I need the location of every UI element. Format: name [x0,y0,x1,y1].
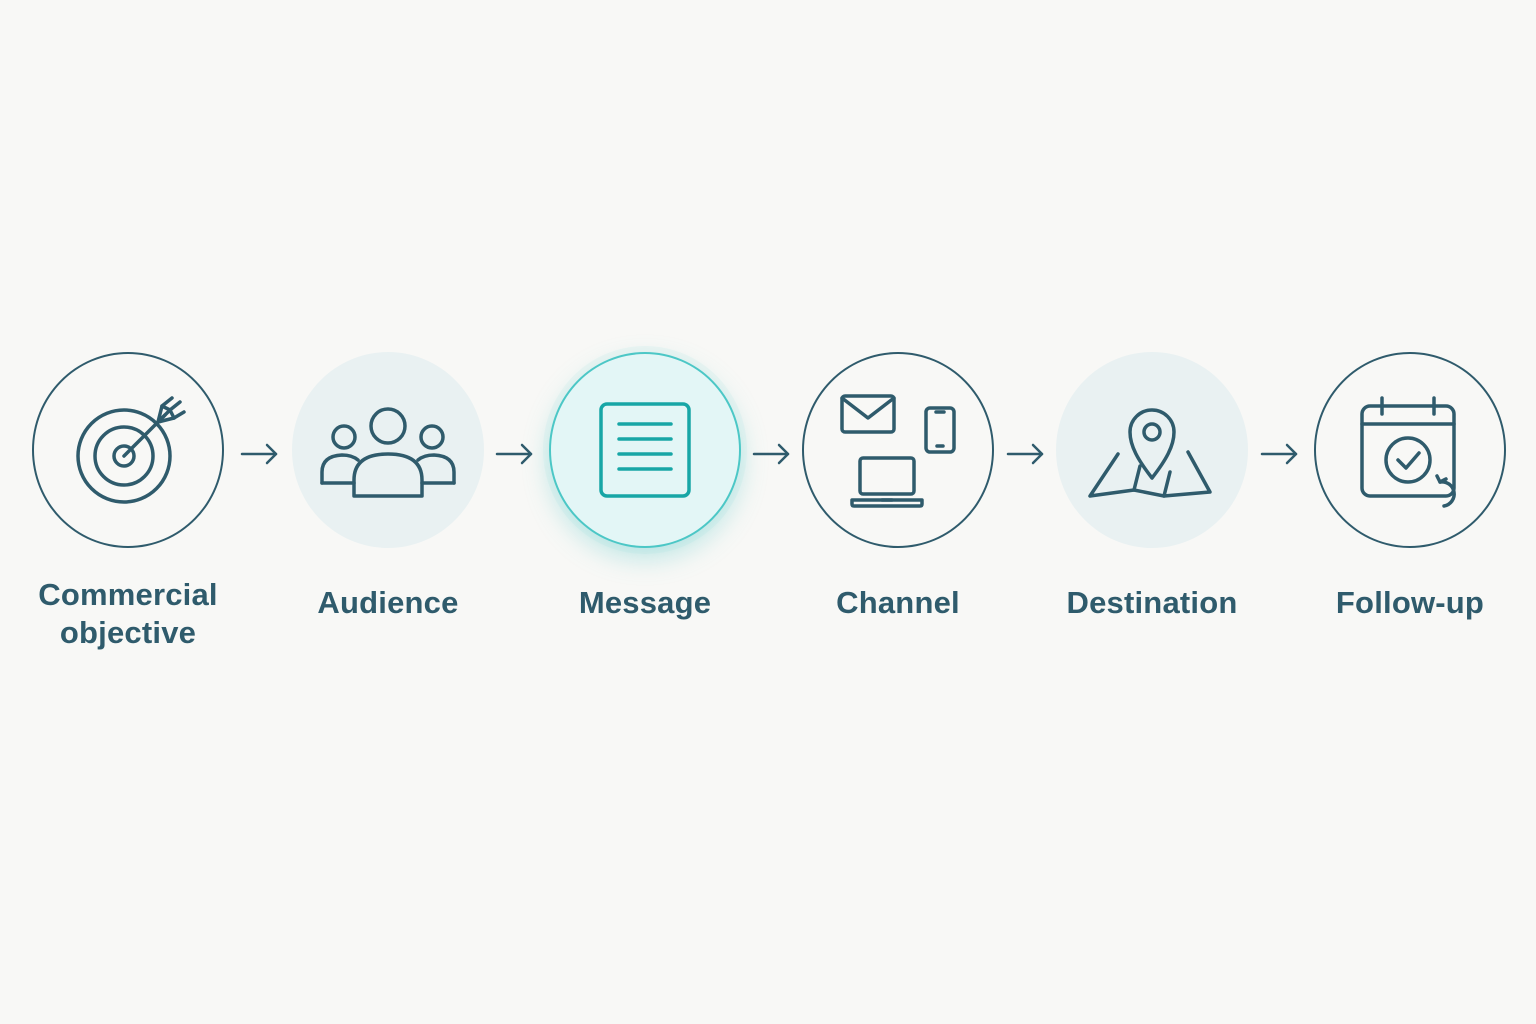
step-audience: Audience [288,352,488,622]
step-label: Channel [836,585,960,620]
step-label: Message [578,585,712,620]
step-circle [1314,352,1506,548]
arrow-right-icon [495,443,533,465]
step-destination: Destination [1052,352,1252,622]
arrow-right-icon [1260,443,1298,465]
step-follow-up: Follow-up [1310,352,1510,622]
step-circle [292,352,484,548]
target-arrow-icon [76,396,186,504]
devices-icon [840,394,956,508]
document-lines-icon [599,402,691,498]
step-circle [1056,352,1248,548]
arrow-right-icon [1006,443,1044,465]
map-pin-icon [1088,408,1212,498]
arrow-right-icon [752,443,790,465]
arrow-right-icon [240,443,278,465]
people-group-icon [320,407,456,498]
step-label: Commercial objective [38,577,218,650]
step-label: Follow-up [1335,585,1485,620]
step-circle [32,352,224,548]
step-message: Message [545,352,745,622]
step-label: Destination [1066,585,1238,620]
step-circle [802,352,994,548]
step-channel: Channel [798,352,998,622]
calendar-check-icon [1360,396,1456,508]
step-circle-highlighted [549,352,741,548]
step-label: Audience [317,585,459,620]
step-commercial-objective: Commercial objective [28,352,228,652]
